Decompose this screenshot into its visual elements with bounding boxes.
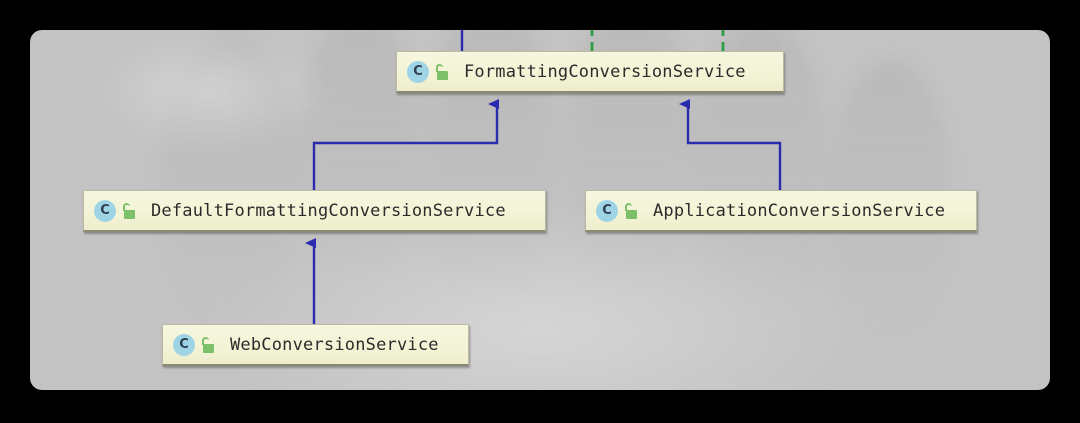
class-circle-icon: C [173,333,195,356]
class-node-web-conversion-service[interactable]: C WebConversionService [162,324,469,366]
unlocked-padlock-icon [624,202,639,219]
class-node-label: ApplicationConversionService [653,200,946,221]
unlocked-padlock-icon [435,63,450,80]
class-node-application-conversion-service[interactable]: C ApplicationConversionService [585,190,977,232]
class-circle-icon: C [596,199,618,222]
unlocked-padlock-icon [201,336,216,353]
class-circle-icon: C [407,60,429,83]
class-node-label: DefaultFormattingConversionService [151,200,506,221]
class-node-formatting-conversion-service[interactable]: C FormattingConversionService [396,51,784,93]
unlocked-padlock-icon [122,202,137,219]
class-node-default-formatting-conversion-service[interactable]: C DefaultFormattingConversionService [83,190,546,232]
class-node-label: WebConversionService [230,334,439,355]
class-circle-icon: C [94,199,116,222]
class-node-label: FormattingConversionService [464,61,746,82]
